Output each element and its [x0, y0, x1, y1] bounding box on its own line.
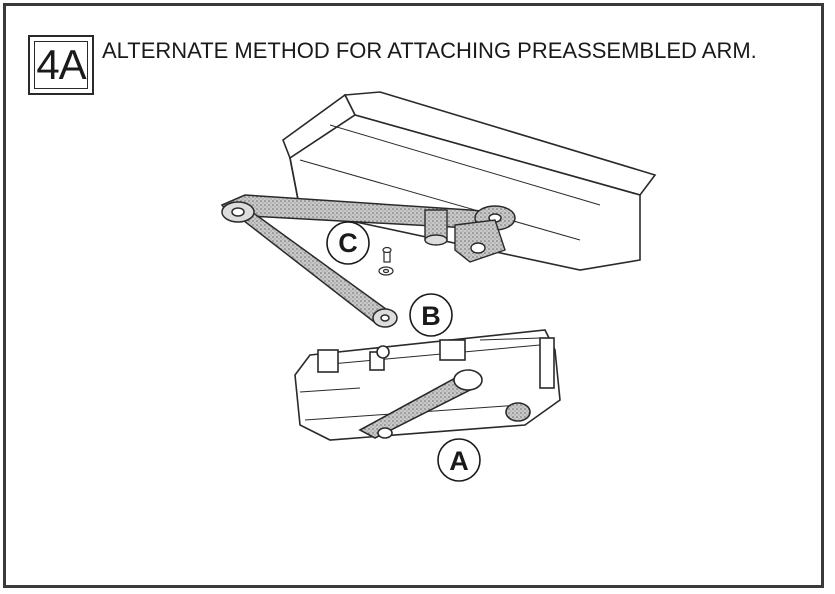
callout-c-label: C — [338, 228, 358, 258]
screw-and-washer — [378, 246, 394, 276]
preassembled-arm — [220, 194, 516, 328]
instruction-panel-frame: 4A ALTERNATE METHOD FOR ATTACHING PREASS… — [3, 3, 824, 588]
door-frame-header — [282, 91, 657, 271]
step-title: ALTERNATE METHOD FOR ATTACHING PREASSEMB… — [102, 38, 757, 63]
callout-b-label: B — [421, 301, 441, 331]
step-number-box: 4A — [28, 35, 94, 95]
callout-c: C — [326, 221, 370, 265]
step-number-inner-border — [34, 41, 88, 89]
callout-a-label: A — [449, 446, 469, 476]
callout-a: A — [437, 438, 481, 482]
door-closer-body — [294, 329, 561, 441]
callout-b: B — [409, 293, 453, 337]
step-number: 4A — [36, 41, 86, 88]
arm-shoe-bracket — [424, 209, 506, 263]
